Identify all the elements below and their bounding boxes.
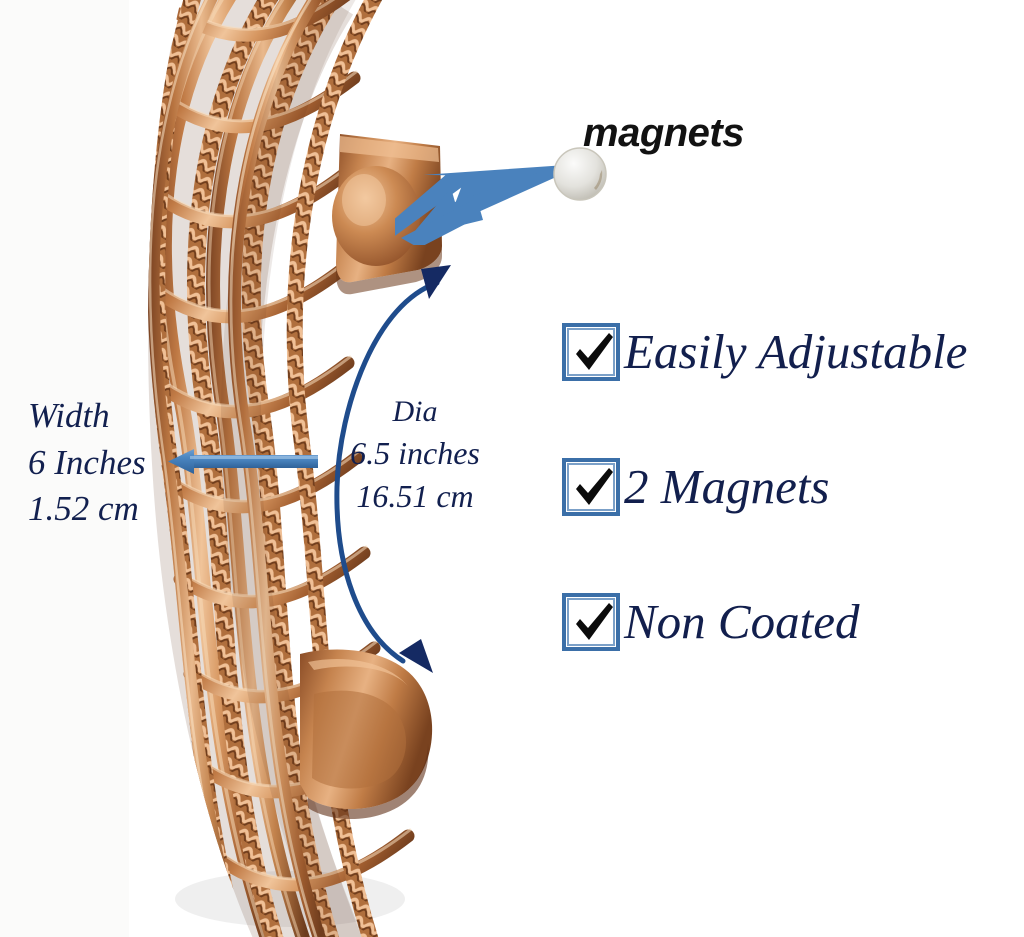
product-image-copper-bracelet	[140, 0, 480, 937]
feature-label-easily-adjustable: Easily Adjustable	[624, 324, 968, 379]
top-end-cap	[332, 134, 442, 295]
diameter-imperial: 6.5 inches	[350, 435, 480, 472]
diameter-metric: 16.51 cm	[356, 478, 474, 515]
bottom-end-cap	[300, 649, 433, 820]
feature-item-non-coated[interactable]: Non Coated	[562, 554, 1024, 689]
width-title: Width	[28, 396, 110, 435]
checkbox-easily-adjustable[interactable]	[562, 322, 620, 381]
background-panel	[0, 0, 129, 937]
diameter-title: Dia	[392, 395, 438, 428]
diameter-callout-label: Dia 6.5 inches 16.51 cm	[335, 392, 495, 518]
magnets-pointer-arrow	[390, 158, 590, 248]
feature-label-2-magnets: 2 Magnets	[624, 459, 830, 514]
feature-item-2-magnets[interactable]: 2 Magnets	[562, 419, 1024, 554]
width-imperial: 6 Inches	[28, 442, 146, 482]
magnets-callout-label: magnets	[583, 111, 745, 155]
diameter-dimension-arc	[325, 255, 465, 680]
width-dimension-arrow	[168, 442, 318, 482]
width-callout-label: Width 6 Inches 1.52 cm	[28, 393, 198, 533]
width-metric: 1.52 cm	[28, 489, 139, 529]
feature-checklist: Easily Adjustable 2 Magnets Non Coated	[562, 284, 1024, 689]
feature-label-non-coated: Non Coated	[624, 594, 860, 649]
checkmark-icon	[576, 332, 613, 370]
checkbox-2-magnets[interactable]	[562, 457, 620, 516]
magnet-disc-icon	[552, 146, 608, 202]
checkbox-non-coated[interactable]	[562, 592, 620, 651]
feature-item-easily-adjustable[interactable]: Easily Adjustable	[562, 284, 1024, 419]
checkmark-icon	[576, 467, 613, 505]
checkmark-icon	[576, 602, 613, 640]
